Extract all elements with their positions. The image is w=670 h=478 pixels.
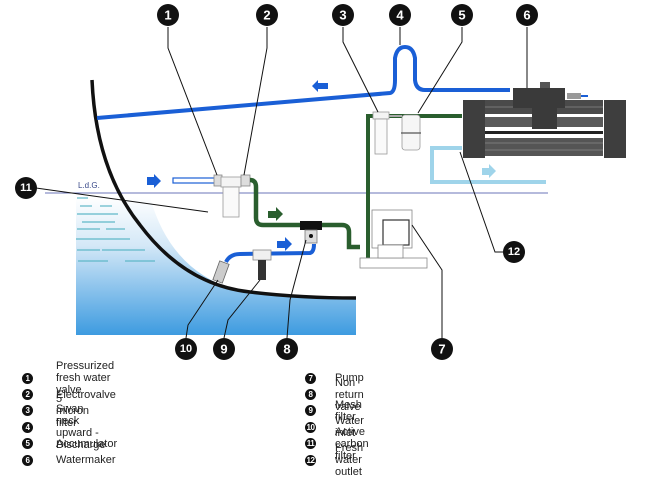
legend-item: 4 Swan neck upward - Discharge [22, 403, 106, 451]
callout-12: 12 [503, 241, 525, 263]
legend-item: 12 Fresh water outlet [305, 442, 363, 478]
legend-label: Watermaker [56, 454, 116, 467]
discharge-pipe [96, 44, 510, 120]
callout-4: 4 [389, 4, 411, 26]
callout-number: 7 [438, 342, 445, 357]
callout-number: 3 [339, 8, 346, 23]
callout-10: 10 [175, 338, 197, 360]
callout-number: 1 [164, 8, 171, 23]
legend-label: Accumulator [56, 437, 118, 450]
callout-11: 11 [15, 177, 37, 199]
legend-badge: 10 [305, 421, 316, 433]
legend-badge: 3 [22, 405, 33, 417]
legend-item: 1 Pressurized fresh water valve [22, 360, 114, 396]
prefilter-riser-pipe [366, 114, 462, 258]
legend-badge: 7 [305, 372, 316, 384]
callout-number: 4 [396, 8, 404, 23]
micron-filter-bowl [374, 118, 388, 155]
pump [359, 209, 428, 269]
watermaker-unit [463, 82, 626, 158]
fresh-outlet-arrow [482, 164, 496, 178]
prefilter-flow-arrow [268, 207, 283, 221]
legend-badge: 8 [305, 389, 316, 401]
discharge-arrow [312, 80, 328, 92]
carbon-filter-head [220, 176, 242, 188]
legend-item: 8 Non return valve [305, 377, 364, 413]
legend-badge: 1 [22, 372, 33, 384]
callout-number: 9 [220, 342, 227, 357]
legend-item: 9 Mesh filter [305, 399, 362, 423]
legend-item: 5 Accumulator [22, 436, 117, 452]
legend-label: Pressurized fresh water valve [56, 360, 115, 397]
legend-item: 6 Watermaker [22, 452, 116, 468]
callout-6: 6 [516, 4, 538, 26]
callout-9: 9 [213, 338, 235, 360]
legend-label: Swan neck upward - Discharge [56, 403, 106, 452]
legend-label: Water inlet [335, 415, 364, 440]
carbon-filter-bowl [222, 186, 240, 218]
legend-item: 2 Electrovalve [22, 386, 116, 402]
legend-label: Non return valve [335, 376, 364, 413]
legend-badge: 4 [22, 421, 33, 433]
leader-lines [35, 27, 528, 339]
seawater-intake-pipe [224, 243, 316, 263]
non-return-valve-dot [309, 234, 313, 238]
waterline-label: L.d.G. [78, 181, 100, 190]
legend-badge: 6 [22, 454, 33, 466]
freshwater-inlet-pipe [172, 177, 216, 184]
callout-number: 11 [20, 182, 32, 194]
callout-2: 2 [256, 4, 278, 26]
legend-item: 7 Pump [305, 370, 364, 386]
legend-item: 11 Active carbon filter [305, 426, 369, 462]
callout-7: 7 [431, 338, 453, 360]
micron-filter-head [372, 111, 390, 120]
callout-8: 8 [276, 338, 298, 360]
legend-badge: 11 [305, 438, 316, 450]
seawater-flow-arrow [277, 237, 292, 251]
legend-badge: 5 [22, 438, 33, 450]
sea-ripples [76, 197, 155, 262]
legend-badge: 2 [22, 389, 33, 401]
legend-label: Pump [335, 372, 364, 385]
sea-water-area [76, 197, 356, 335]
callout-number: 8 [283, 342, 290, 357]
legend-label: Fresh water outlet [335, 442, 364, 478]
legend-column-left: 1 Pressurized fresh water valve 2 Electrov… [22, 360, 117, 468]
legend-label: 5 micron filter [56, 392, 90, 429]
legend-label: Active carbon filter [335, 425, 369, 462]
legend-label: Mesh filter [335, 398, 362, 423]
legend-badge: 9 [305, 405, 316, 417]
callout-number: 10 [180, 343, 192, 355]
prefilter-pipe [249, 177, 360, 250]
callout-number: 2 [263, 8, 270, 23]
callout-number: 6 [523, 8, 530, 23]
electrovalve-body [240, 174, 251, 187]
legend-label: Electrovalve [56, 388, 116, 401]
callout-number: 12 [508, 246, 520, 258]
legend-item: 3 5 micron filter [22, 393, 89, 429]
legend-item: 10 Water inlet [305, 415, 364, 439]
callout-3: 3 [332, 4, 354, 26]
hull [90, 79, 357, 300]
mesh-filter-bowl [258, 260, 266, 280]
legend-badge: 12 [305, 454, 316, 466]
water-inlet-fitting [212, 260, 230, 284]
callout-5: 5 [451, 4, 473, 26]
tee-fitting [300, 221, 322, 230]
mesh-filter-head [252, 249, 272, 261]
fresh-water-outlet-pipe [430, 146, 546, 184]
callout-1: 1 [157, 4, 179, 26]
freshwater-inlet-arrow [147, 174, 161, 188]
legend-column-right: 7 Pump 8 Non return valve 9 Mesh filter 10 W… [305, 370, 369, 478]
callout-number: 5 [458, 8, 465, 23]
